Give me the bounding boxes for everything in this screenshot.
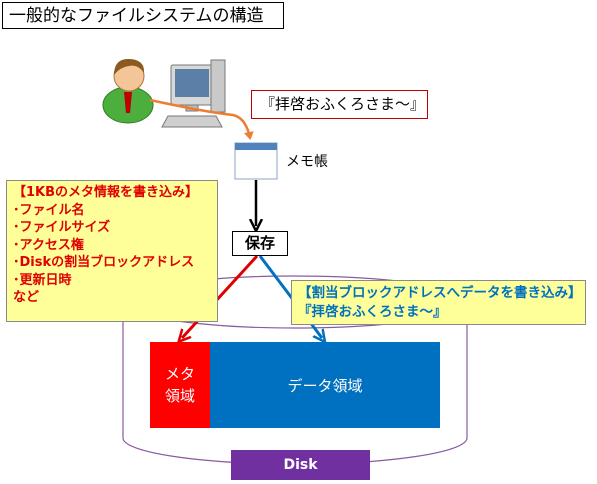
meta-info-item: ･ファイルサイズ (13, 220, 111, 235)
data-region-label: データ領域 (287, 376, 363, 395)
user-icon (102, 58, 154, 124)
meta-arrow (182, 254, 259, 338)
meta-info-footer: など (13, 290, 40, 305)
computer-icon (161, 59, 226, 128)
meta-region: メタ 領域 (150, 342, 210, 428)
data-info-content: 『拝啓おふくろさま～』 (298, 304, 447, 320)
save-box: 保存 (232, 231, 288, 256)
data-info-callout: 【割当ブロックアドレスへデータを書き込み】 『拝啓おふくろさま～』 (291, 280, 586, 325)
typing-arrow (149, 98, 254, 140)
notepad-icon (234, 142, 278, 180)
meta-info-callout: 【1KBのメタ情報を書き込み】 ･ファイル名 ･ファイルサイズ ･アクセス権 ･… (6, 180, 218, 322)
meta-info-item: ･アクセス権 (13, 237, 84, 253)
data-info-heading: 【割当ブロックアドレスへデータを書き込み】 (298, 285, 582, 301)
disk-label: Disk (231, 450, 370, 480)
diagram-title: 一般的なファイルシステムの構造 (2, 2, 284, 29)
notepad-label: メモ帳 (286, 154, 328, 170)
disk-label-text: Disk (283, 457, 318, 473)
meta-info-item: ･ファイル名 (13, 202, 85, 218)
meta-region-label-line2: 領域 (164, 387, 195, 405)
meta-info-item: ･Diskの割当ブロックアドレス (13, 255, 195, 270)
letter-text-box: 『拝啓おふくろさま～』 (251, 90, 428, 119)
meta-region-label-line1: メタ (164, 365, 195, 383)
data-region: データ領域 (210, 342, 440, 428)
meta-info-heading: 【1KBのメタ情報を書き込み】 (13, 185, 199, 200)
meta-info-item: ･更新日時 (13, 272, 72, 288)
